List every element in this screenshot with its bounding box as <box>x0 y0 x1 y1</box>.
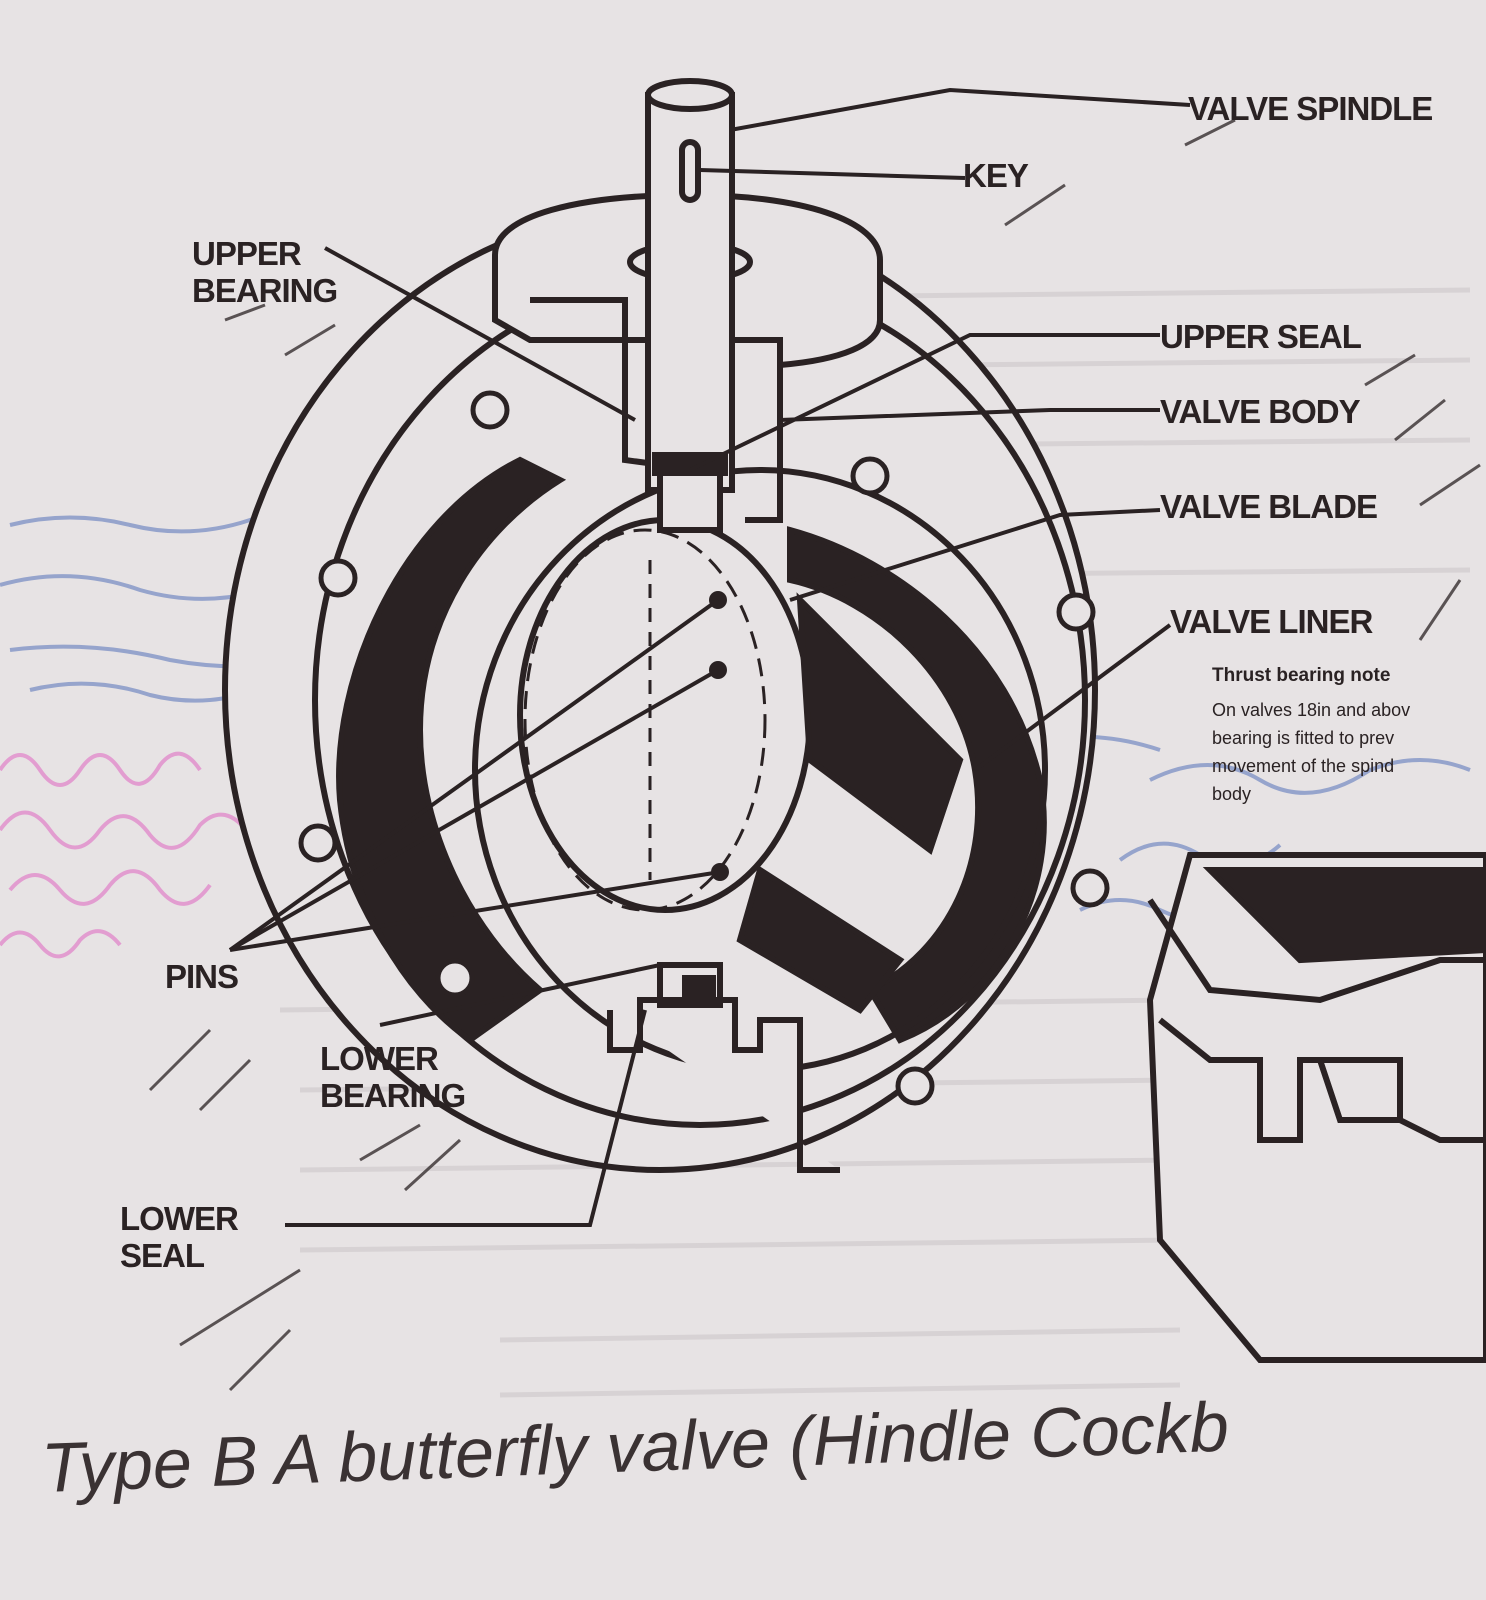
label-valve-spindle: VALVE SPINDLE <box>1188 90 1433 127</box>
pen-tick-marks <box>148 118 1481 1392</box>
label-lower-bearing: LOWER BEARING <box>320 1040 466 1114</box>
thrust-bearing-note-body: On valves 18in and abov bearing is fitte… <box>1212 700 1411 804</box>
label-upper-bearing: UPPER BEARING <box>192 235 338 309</box>
thrust-bearing-note-title: Thrust bearing note <box>1212 665 1391 686</box>
lower-housing <box>607 962 840 1173</box>
flange-bolt-holes <box>298 390 1110 1106</box>
leader-lines <box>228 87 1191 1227</box>
label-valve-body: VALVE BODY <box>1160 393 1361 430</box>
label-upper-seal: UPPER SEAL <box>1160 318 1362 355</box>
inset-detail-drawing <box>1146 852 1486 1363</box>
valve-spindle <box>645 78 735 533</box>
label-valve-blade: VALVE BLADE <box>1160 488 1378 525</box>
label-key: KEY <box>963 157 1029 194</box>
valve-body <box>222 207 1098 1173</box>
label-lower-seal: LOWER SEAL <box>120 1200 239 1274</box>
label-valve-liner: VALVE LINER <box>1170 603 1373 640</box>
label-pins: PINS <box>165 958 239 995</box>
